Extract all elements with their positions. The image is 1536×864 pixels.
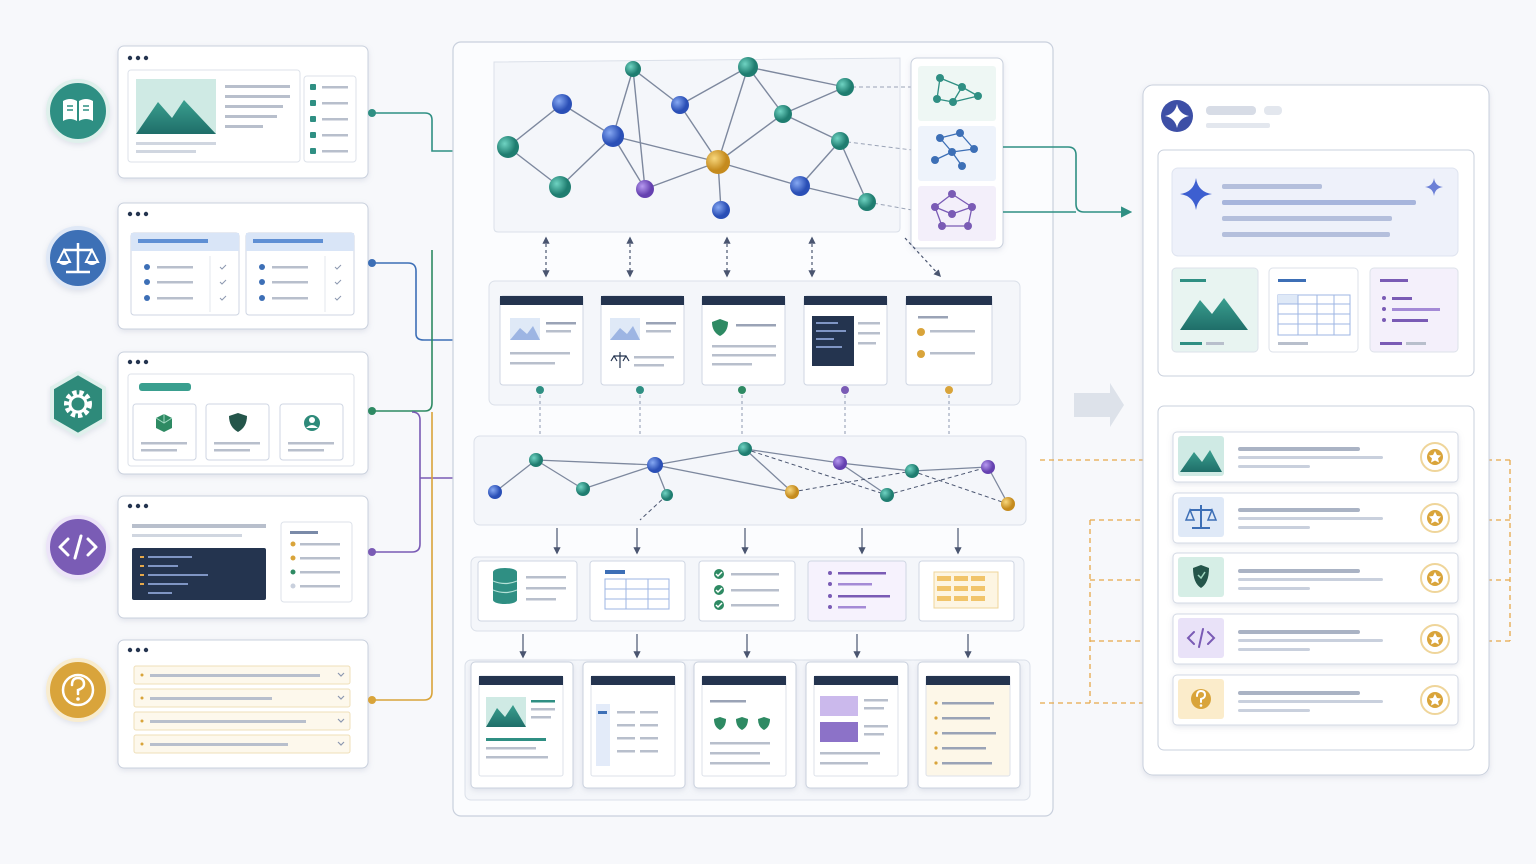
database-stage (477, 560, 578, 622)
checklist-stage (698, 560, 796, 622)
output-card-3 (693, 661, 797, 789)
output-card-5 (917, 661, 1021, 789)
processed-cards (488, 280, 1021, 435)
processed-card-2 (600, 295, 685, 386)
output-card-2 (582, 661, 686, 789)
list-stage (807, 560, 907, 622)
source-connectors (368, 109, 467, 704)
table-preview (1268, 267, 1359, 353)
hub-column (452, 41, 1054, 817)
image-preview (1171, 267, 1259, 353)
list-preview (1369, 267, 1459, 353)
list-item (1172, 613, 1459, 665)
award-badge-icon (1420, 442, 1450, 472)
list-item (1172, 674, 1459, 726)
source-card-tiles (117, 351, 369, 475)
graph-edges (507, 66, 868, 211)
gear-icon (50, 370, 106, 438)
processed-card-4 (803, 295, 888, 386)
scale-icon (46, 226, 110, 290)
source-cards (117, 45, 369, 769)
award-badge-icon (1420, 685, 1450, 715)
processed-card-3 (701, 295, 786, 386)
book-icon (46, 79, 110, 143)
source-card-checklist (117, 202, 369, 330)
bidirectional-arrows (542, 236, 941, 278)
award-badge-icon (1420, 503, 1450, 533)
output-card-1 (470, 661, 574, 789)
shield-icon (1178, 557, 1224, 597)
data-stages (470, 556, 1025, 632)
source-card-document (117, 45, 369, 179)
image-icon (1178, 436, 1224, 476)
result-summary (1157, 149, 1475, 377)
question-icon (46, 658, 110, 722)
processed-card-5 (905, 295, 993, 386)
award-badge-icon (1420, 624, 1450, 654)
processed-card-dots (536, 386, 953, 394)
grid-stage (918, 560, 1015, 622)
source-icons (46, 79, 110, 722)
knowledge-graph-panel (493, 57, 913, 233)
list-item (1172, 431, 1459, 483)
sparkle-icon (1161, 100, 1193, 132)
processed-card-1 (499, 295, 584, 386)
result-list (1157, 405, 1475, 751)
result-panel (1142, 84, 1490, 776)
list-item (1172, 492, 1459, 544)
table-stage (589, 560, 686, 622)
question-icon (1178, 679, 1224, 719)
graph-nodes (497, 57, 876, 219)
source-card-faq (117, 639, 369, 769)
list-item (1172, 552, 1459, 604)
award-badge-icon (1420, 563, 1450, 593)
graph-thumbnails (910, 57, 1004, 249)
code-icon (1178, 618, 1224, 658)
code-icon (46, 515, 110, 579)
scale-icon (1178, 497, 1224, 537)
output-cards (464, 659, 1031, 801)
source-card-code (117, 495, 369, 619)
secondary-graph-panel (473, 435, 1027, 526)
output-card-4 (805, 661, 909, 789)
